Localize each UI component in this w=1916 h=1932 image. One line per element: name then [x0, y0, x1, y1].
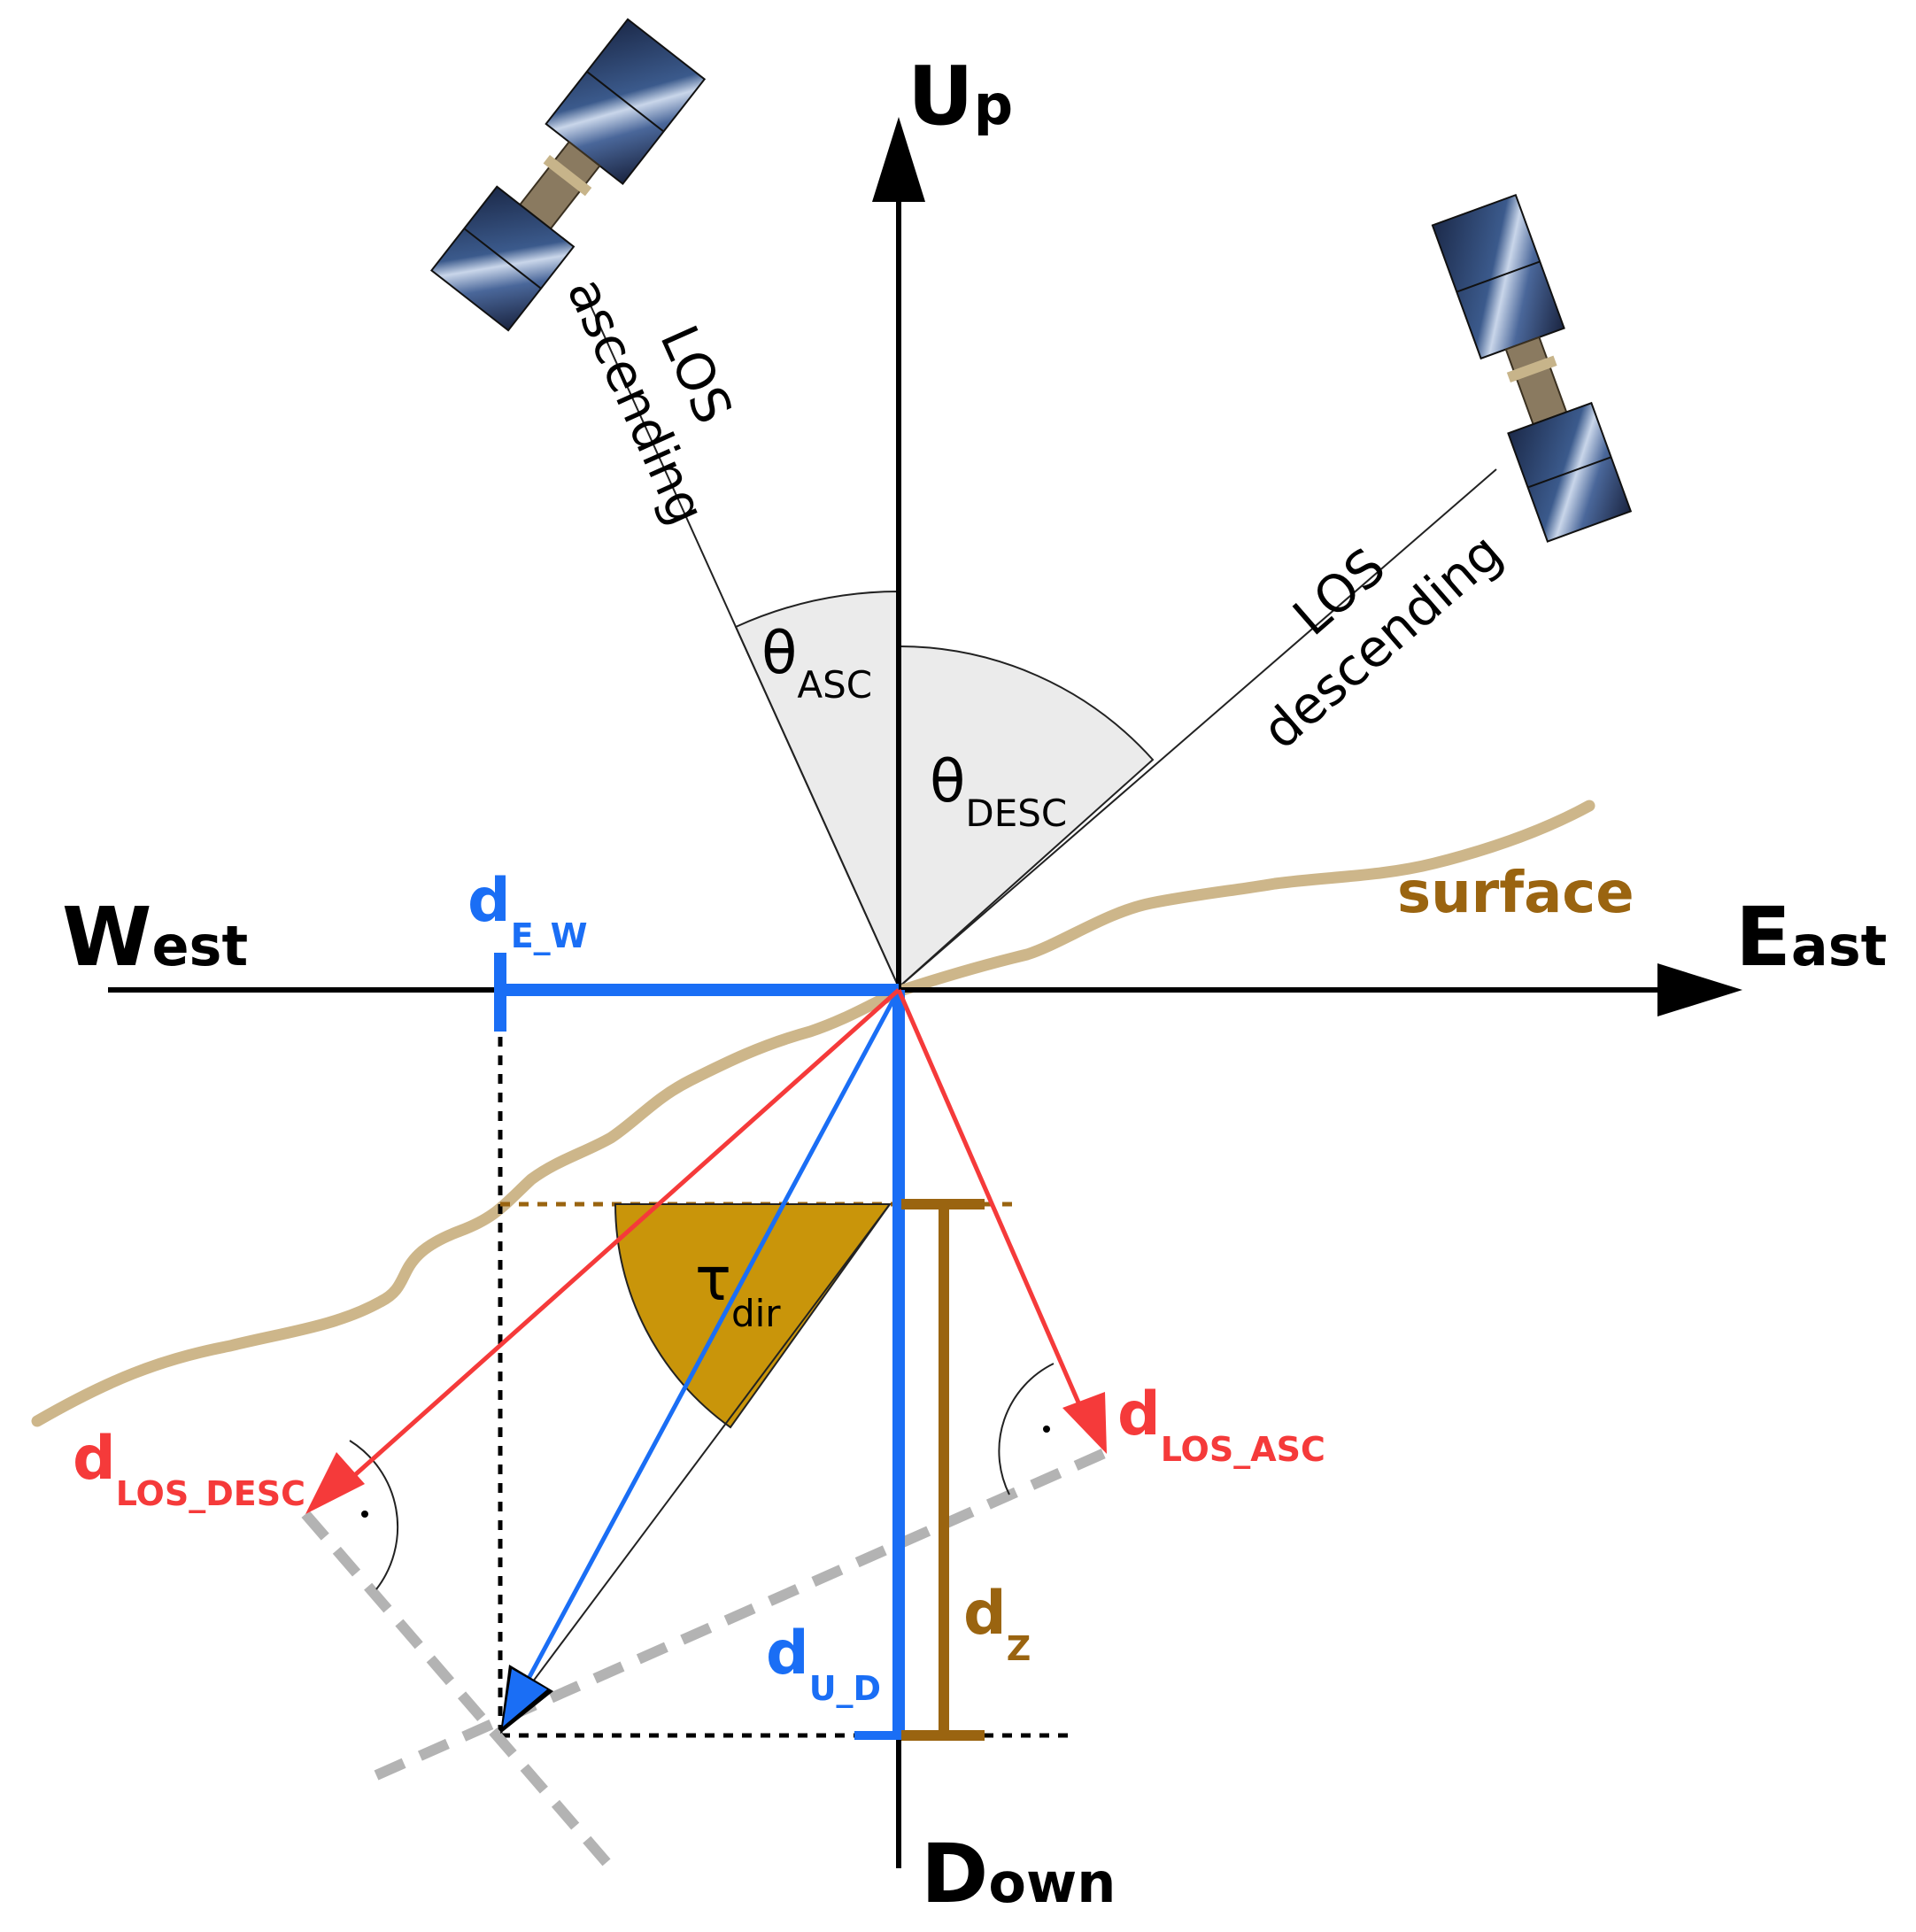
theta-asc-sector [734, 590, 900, 988]
los-ascending-line [590, 305, 900, 988]
d-los-desc-vector [339, 988, 900, 1489]
west-label: West [62, 890, 248, 985]
tau-dir-label: τdir [695, 1245, 781, 1335]
theta-desc-sector [898, 645, 1155, 990]
surface-line [31, 800, 1595, 1427]
total-displacement-vector [521, 988, 901, 1689]
theta-desc-label: θDESC [930, 747, 1067, 835]
gray-asc-projection-line [374, 1447, 1109, 1781]
los-descending-line [898, 468, 1497, 988]
satellite-descending-icon [1431, 193, 1633, 543]
east-arrowhead-icon [1657, 963, 1742, 1016]
tau-dir-sector [614, 1203, 892, 1429]
tau-ray-line [521, 1203, 891, 1696]
d-ud-label: dU_D [766, 1619, 881, 1708]
d-los-asc-label: dLOS_ASC [1117, 1379, 1325, 1469]
right-angle-desc [349, 1440, 399, 1590]
satellite-ascending-icon [429, 18, 707, 332]
total-displacement-arrowhead-fill [503, 1669, 547, 1727]
d-los-asc-vector [896, 989, 1087, 1418]
d-los-desc-arrowhead-icon [305, 1452, 365, 1514]
d-los-asc-arrowhead-icon [1062, 1392, 1107, 1454]
los-desc-sublabel: descending [1251, 522, 1513, 761]
gray-desc-projection-line [301, 1511, 620, 1876]
theta-asc-label: θASC [761, 619, 872, 707]
d-ew-label: dE_W [467, 866, 588, 955]
d-los-desc-label: dLOS_DESC [73, 1424, 305, 1513]
right-angle-desc-dot [361, 1511, 368, 1518]
right-angle-asc-dot [1043, 1426, 1050, 1433]
surface-label: surface [1397, 861, 1634, 926]
down-label: Down [921, 1827, 1116, 1921]
east-label: East [1735, 890, 1887, 985]
d-z-label: dZ [963, 1579, 1031, 1668]
up-label: Up [908, 49, 1013, 143]
right-angle-asc [998, 1363, 1055, 1495]
up-arrowhead-icon [872, 117, 925, 202]
